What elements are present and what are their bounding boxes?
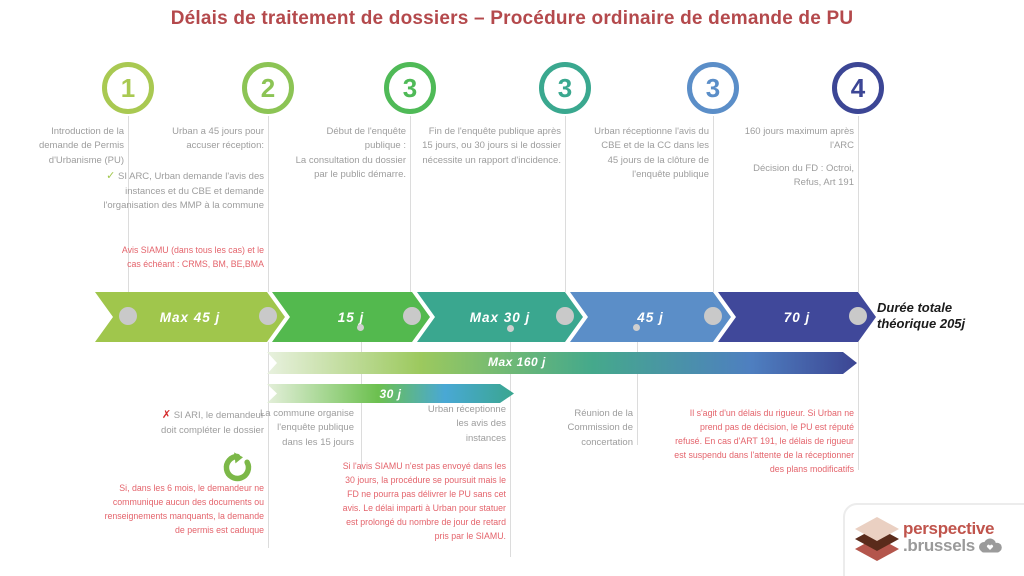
junction-dot xyxy=(849,307,867,325)
step3a-note: Début de l'enquête publique : La consult… xyxy=(288,125,406,182)
marker-dot xyxy=(633,324,640,331)
step3b-note: Fin de l'enquête publique après 15 jours… xyxy=(422,126,561,166)
connector-line xyxy=(268,342,269,548)
connector-line xyxy=(713,116,714,292)
refresh-icon xyxy=(223,452,252,482)
cloud-heart-icon xyxy=(978,538,1002,553)
junction-dot xyxy=(403,307,421,325)
step4-text1: 160 jours maximum après l'ARC xyxy=(744,126,854,152)
step2-check-text: SI ARC, Urban demande l'avis des instanc… xyxy=(103,171,264,211)
logo-suffix: .brussels xyxy=(903,536,975,555)
total-duration-label: Durée totale théorique 205j xyxy=(877,300,987,332)
step-number: 3 xyxy=(557,73,573,103)
connector-line xyxy=(858,325,859,470)
arrow-label: 15 j xyxy=(337,309,365,325)
step1-note: Introduction de la demande de Permis d'U… xyxy=(38,126,124,166)
connector-line xyxy=(858,116,859,292)
total-line1: Durée totale xyxy=(877,300,953,315)
note-reunion: Réunion de la Commission de concertation xyxy=(567,408,633,448)
note-si-ari: ✗ SI ARI, le demandeur doit compléter le… xyxy=(152,407,264,438)
marker-dot xyxy=(507,325,514,332)
step-circle-1: 1 xyxy=(102,62,154,114)
arrow-label: 45 j xyxy=(637,309,664,325)
step2-note: Urban a 45 jours pour accuser réception: xyxy=(172,126,264,152)
note-commune: La commune organise l'enquête publique d… xyxy=(260,408,354,448)
note-rigueur-red: Il s'agit d'un délais du rigueur. Si Urb… xyxy=(674,408,854,475)
step-number: 2 xyxy=(260,73,276,103)
step3a-text2: La consultation du dossier par le public… xyxy=(295,154,406,180)
page-title: Délais de traitement de dossiers – Procé… xyxy=(170,8,854,29)
logo-text: perspective .brussels xyxy=(903,520,1003,555)
note-caduque-red: Si, dans les 6 mois, le demandeur ne com… xyxy=(104,483,264,536)
step4-note: 160 jours maximum après l'ARC Décision d… xyxy=(728,125,854,198)
total-line2: théorique 205j xyxy=(877,316,966,331)
bar-30j: 30 j xyxy=(267,384,514,403)
bar-max-160j: Max 160 j xyxy=(267,352,857,374)
junction-dot xyxy=(704,307,722,325)
marker-dot xyxy=(357,324,364,331)
connector-line xyxy=(410,116,411,292)
connector-line xyxy=(510,332,511,557)
note-si-ari-text: SI ARI, le demandeur doit compléter le d… xyxy=(161,410,264,436)
arrow-label: Max 30 j xyxy=(469,309,531,325)
arrow-label: Max 45 j xyxy=(159,309,221,325)
step-number: 4 xyxy=(850,73,866,103)
logo-diamonds-icon xyxy=(855,517,899,561)
junction-dot xyxy=(259,307,277,325)
step-number: 3 xyxy=(402,73,418,103)
connector-line xyxy=(128,116,129,292)
note-urban-avis: Urban réceptionne les avis des instances xyxy=(427,404,506,444)
bar-sub-label: 30 j xyxy=(379,386,402,401)
cross-icon: ✗ xyxy=(161,409,172,421)
arrow-max-30j: Max 30 j xyxy=(417,292,583,342)
step-circle-2: 2 xyxy=(242,62,294,114)
step-circle-4: 4 xyxy=(832,62,884,114)
junction-dot xyxy=(556,307,574,325)
step2-red-note: Avis SIAMU (dans tous les cas) et le cas… xyxy=(121,245,264,270)
step3a-text1: Début de l'enquête publique : xyxy=(326,126,406,152)
check-icon: ✓ xyxy=(106,170,116,182)
step-circle-3a: 3 xyxy=(384,62,436,114)
step3c-note: Urban réceptionne l'avis du CBE et de la… xyxy=(594,126,709,180)
bar-max-label: Max 160 j xyxy=(488,355,546,369)
connector-line xyxy=(565,116,566,292)
arrow-label: 70 j xyxy=(783,309,811,325)
connector-line xyxy=(268,116,269,292)
connector-line xyxy=(637,331,638,445)
junction-dot xyxy=(119,307,137,325)
arrow-70j: 70 j xyxy=(718,292,876,342)
note-siamu-red: Si l'avis SIAMU n'est pas envoyé dans le… xyxy=(342,461,506,542)
step2-check-note: ✓ SI ARC, Urban demande l'avis des insta… xyxy=(92,168,264,213)
step-number: 1 xyxy=(120,73,136,103)
step-number: 3 xyxy=(705,73,721,103)
step-circle-3c: 3 xyxy=(687,62,739,114)
step4-text2: Décision du FD : Octroi, Refus, Art 191 xyxy=(753,162,854,188)
logo-name: perspective xyxy=(903,519,995,538)
step-circle-3b: 3 xyxy=(539,62,591,114)
